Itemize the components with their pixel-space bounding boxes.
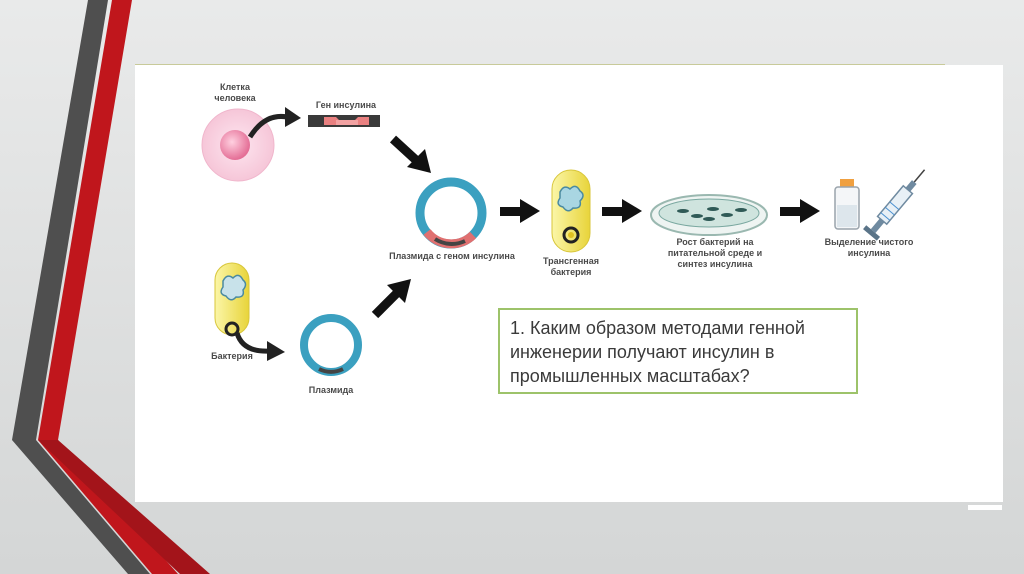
petri-dish-icon	[650, 194, 768, 236]
insulin-gene-icon	[308, 115, 380, 127]
arrow-head-icon	[267, 341, 285, 361]
red-stripe	[38, 0, 178, 574]
plasmid-label: Плазмида	[308, 385, 354, 395]
bacterium-label: Бактерия	[211, 351, 253, 361]
curved-arrow-icon	[234, 332, 272, 354]
slide-decoration	[12, 0, 210, 574]
arrow-head-icon	[285, 107, 301, 127]
insulin-diagram	[201, 107, 926, 376]
bacteria-growth-label: Рост бактерий на питательной среде и син…	[667, 237, 763, 269]
corner-mark	[968, 505, 1002, 510]
plasmid-with-gene-label: Плазмида с геном инсулина	[389, 251, 515, 261]
arrow-right-icon	[602, 199, 642, 223]
human-cell-label: Клетка человека	[214, 82, 256, 103]
bacterium-icon	[214, 262, 250, 337]
arrow-right-icon	[780, 199, 820, 223]
curved-arrow-icon	[247, 113, 288, 139]
transgenic-bacterium-icon	[551, 169, 591, 253]
question-box: 1. Каким образом методами генной инженер…	[498, 308, 858, 394]
dark-stripe	[12, 0, 150, 574]
arrow-right-icon	[500, 199, 540, 223]
vial-icon	[834, 179, 860, 230]
insulin-gene-label: Ген инсулина	[315, 100, 377, 110]
syringe-icon	[863, 169, 926, 241]
red-stripe-lower	[38, 440, 210, 574]
question-text: 1. Каким образом методами генной инженер…	[510, 318, 805, 386]
plasmid-with-gene-icon	[415, 177, 487, 249]
transgenic-bacterium-label: Трансгенная бактерия	[543, 256, 599, 277]
plasmid-icon	[300, 314, 362, 376]
content-panel: Клетка человека Ген инсулина Плазмида с …	[135, 65, 1003, 502]
arrow-up-right-icon	[371, 279, 411, 319]
arrow-to-plasmid-icon	[389, 135, 431, 173]
pure-insulin-label: Выделение чистого инсулина	[824, 237, 914, 258]
